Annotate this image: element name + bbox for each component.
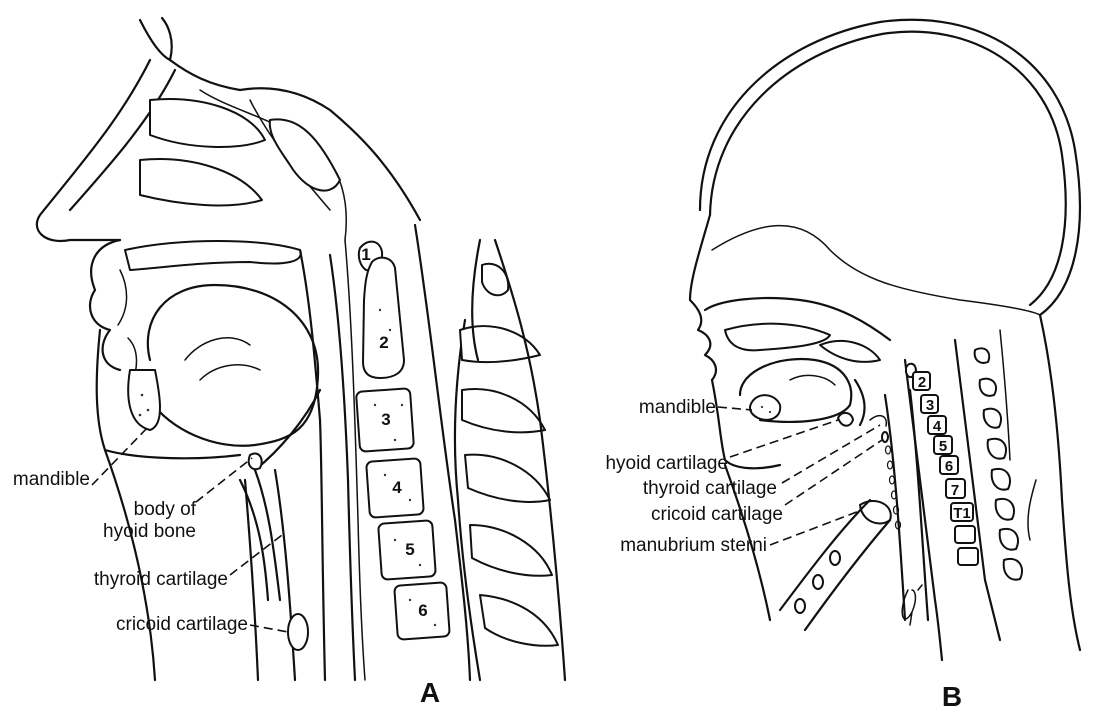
- vertebra-a-label-6: 6: [418, 601, 427, 620]
- panel-b-drawing: [690, 20, 1080, 660]
- vertebra-b-label-t1: T1: [953, 505, 971, 522]
- label-b-thyroid-cartilage: thyroid cartilage: [643, 478, 777, 499]
- vertebra-a-label-1: 1: [361, 245, 370, 264]
- vertebra-b-label-2: 2: [918, 374, 926, 391]
- vertebra-b-label-5: 5: [939, 438, 947, 455]
- label-b-mandible: mandible: [639, 397, 716, 418]
- label-b-hyoid-cartilage: hyoid cartilage: [605, 453, 728, 474]
- vertebra-a-2: [363, 258, 404, 378]
- vertebra-b-label-3: 3: [926, 397, 934, 414]
- vertebra-b-t3: [958, 548, 978, 565]
- panel-a-letter: A: [420, 677, 440, 708]
- vertebra-b-t2: [955, 526, 975, 543]
- panel-b-labels: mandible hyoid cartilage thyroid cartila…: [605, 397, 962, 712]
- vertebra-b-label-6: 6: [945, 458, 953, 475]
- label-a-cricoid-cartilage: cricoid cartilage: [116, 614, 248, 635]
- vertebra-a-label-2: 2: [379, 333, 388, 352]
- panel-a-vertebral-bodies: 1 2 3 4 5 6: [356, 242, 450, 640]
- vertebra-a-label-5: 5: [405, 540, 414, 559]
- panel-b-letter: B: [942, 681, 962, 712]
- vertebra-b-label-4: 4: [933, 418, 942, 435]
- label-a-mandible: mandible: [13, 469, 90, 490]
- vertebra-a-label-3: 3: [381, 410, 390, 429]
- label-a-thyroid-cartilage: thyroid cartilage: [94, 569, 228, 590]
- vertebra-b-label-7: 7: [951, 482, 959, 499]
- vertebra-a-label-4: 4: [392, 478, 402, 497]
- label-a-hyoid-bone: hyoid bone: [103, 521, 196, 542]
- label-a-body-of: body of: [134, 499, 197, 520]
- label-b-cricoid-cartilage: cricoid cartilage: [651, 504, 783, 525]
- label-b-manubrium-sterni: manubrium sterni: [620, 535, 767, 556]
